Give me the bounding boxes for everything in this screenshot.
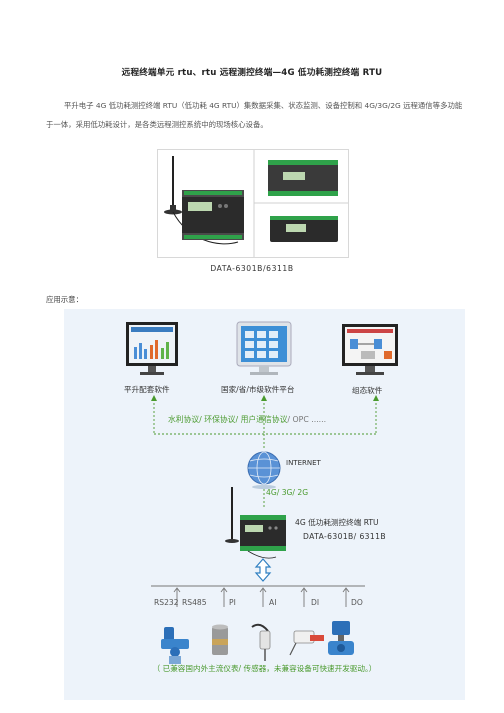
device-model: DATA-6301B/ 6311B (303, 532, 386, 541)
device-name: 4G 低功耗测控终端 RTU (295, 518, 379, 527)
rtu-device-icon (225, 487, 286, 559)
monitor-icon (236, 321, 292, 375)
switch-sensor-icon (289, 630, 324, 656)
bidirectional-arrow-icon (254, 558, 272, 582)
protocol-grey: / OPC ...... (287, 415, 327, 424)
application-diagram: 平升配套软件 国家/省/市级软件平台 组态软件 水利协议/ 环保协议/ 用户通信… (64, 309, 465, 700)
product-photo (157, 149, 349, 258)
section-label: 应用示意： (46, 295, 83, 304)
protocol-label: 水利协议/ 环保协议/ 用户通信协议/ OPC ...... (168, 414, 326, 425)
software-label: 平升配套软件 (124, 385, 170, 394)
interface-label: RS232 (154, 598, 179, 607)
photo-caption: DATA-6301B/6311B (210, 264, 294, 273)
sensor-probe-icon (251, 623, 271, 661)
intro-paragraph: 平升电子 4G 低功耗测控终端 RTU（低功耗 4G RTU）集数据采集、状态监… (46, 101, 463, 129)
monitor-icon (342, 324, 398, 375)
interface-label: AI (269, 598, 277, 607)
compatibility-note: （ 已兼容国内外主流仪表/ 传感器，未兼容设备可快速开发驱动。） (152, 664, 377, 673)
interface-label: DI (311, 598, 320, 607)
network-label: 4G/ 3G/ 2G (266, 488, 309, 497)
interface-label: DO (351, 598, 363, 607)
sensor-cylinder-icon (212, 624, 228, 655)
protocol-green: 水利协议/ 环保协议/ 用户通信协议 (168, 415, 288, 424)
globe-icon (247, 451, 281, 489)
software-label: 国家/省/市级软件平台 (221, 385, 295, 394)
page-title: 远程终端单元 rtu、rtu 远程测控终端—4G 低功耗测控终端 RTU (121, 68, 383, 78)
valve-actuator-icon (328, 621, 354, 655)
interface-label: PI (229, 598, 236, 607)
software-label: 组态软件 (352, 386, 383, 395)
monitor-icon (126, 322, 178, 375)
internet-label: INTERNET (286, 459, 321, 467)
interface-label: RS485 (182, 598, 207, 607)
flowmeter-icon (161, 627, 189, 664)
